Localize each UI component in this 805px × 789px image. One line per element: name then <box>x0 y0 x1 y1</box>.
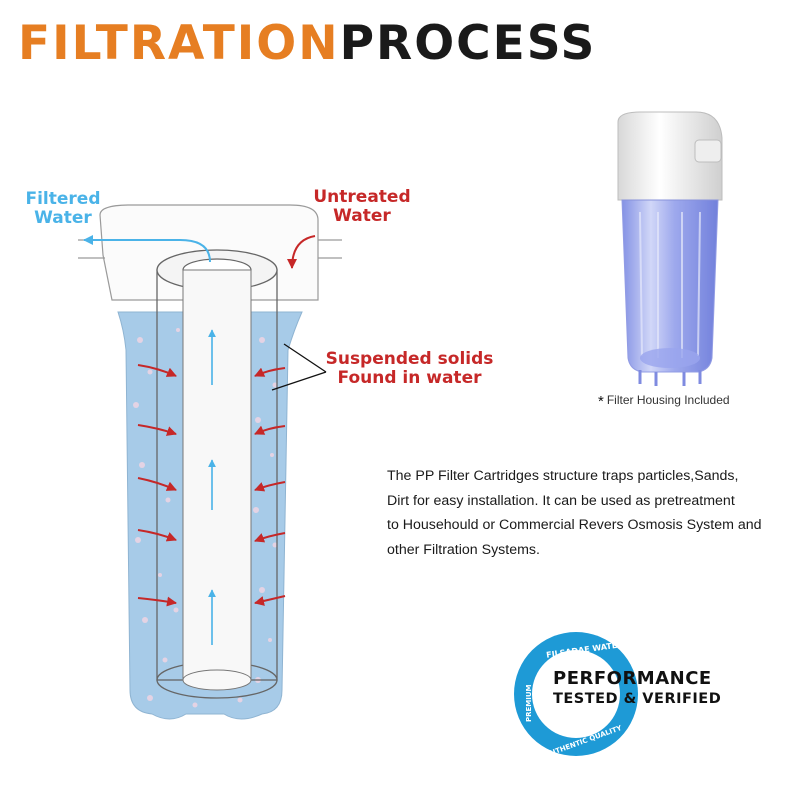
filtered-flow-arrow <box>83 235 211 263</box>
performance-badge-text: PERFORMANCE TESTED & VERIFIED <box>553 668 721 707</box>
cartridge-core <box>182 269 252 681</box>
untreated-flow-arrow <box>287 235 316 269</box>
filtration-diagram <box>78 204 342 720</box>
badge-tested-verified: TESTED & VERIFIED <box>553 691 722 707</box>
page-title: FILTRATIONPROCESS <box>18 14 596 74</box>
asterisk-icon: * <box>598 393 604 410</box>
seal-ring-left: PREMIUM <box>525 684 533 722</box>
suspended-line2: Found in water <box>337 368 482 388</box>
description-line: Dirt for easy installation. It can be us… <box>387 492 735 509</box>
filter-housing-image <box>617 111 723 386</box>
housing-caption-text: Filter Housing Included <box>606 393 730 407</box>
performance-badge-seal: FILSADAE WATER PREMIUM AUTHENTIC QUALITY <box>514 632 638 758</box>
inflow-arrows <box>137 364 286 607</box>
title-part-process: PROCESS <box>339 16 597 71</box>
suspended-line1: Suspended solids <box>325 349 494 369</box>
untreated-line1: Untreated <box>313 187 411 207</box>
suspended-solids-label: Suspended solids Found in water <box>322 350 497 388</box>
description-line: other Filtration Systems. <box>387 541 540 558</box>
filtered-line1: Filtered <box>25 189 101 209</box>
description-line: The PP Filter Cartridges structure traps… <box>387 468 739 484</box>
housing-caption: *Filter Housing Included <box>598 393 730 410</box>
suspended-leader-lines <box>271 343 327 391</box>
description-line: to Househould or Commercial Revers Osmos… <box>387 517 762 533</box>
title-part-filtration: FILTRATION <box>18 16 340 71</box>
badge-performance: PERFORMANCE <box>553 668 712 689</box>
filtered-line2: Water <box>34 208 92 228</box>
description-text: The PP Filter Cartridges structure traps… <box>387 464 777 562</box>
untreated-water-label: Untreated Water <box>312 188 412 226</box>
untreated-line2: Water <box>333 206 391 226</box>
filtered-water-label: Filtered Water <box>18 190 108 228</box>
